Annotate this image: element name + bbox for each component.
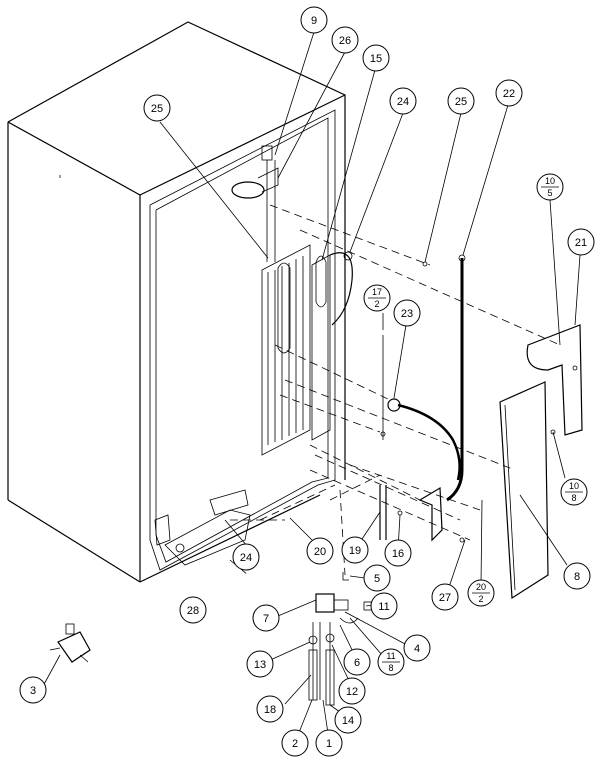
bracket-16 [418, 486, 443, 542]
svg-text:6: 6 [354, 657, 360, 669]
callout-19: 19 [341, 536, 369, 564]
svg-text:2: 2 [292, 738, 298, 750]
svg-text:7: 7 [263, 613, 269, 625]
callout-25: 25 [143, 94, 171, 122]
callout-28: 28 [179, 596, 207, 624]
callout-3: 3 [19, 676, 47, 704]
svg-text:12: 12 [346, 686, 358, 698]
svg-text:21: 21 [575, 237, 587, 249]
callout-16: 16 [384, 539, 412, 567]
svg-text:26: 26 [339, 35, 351, 47]
svg-text:20: 20 [314, 546, 326, 558]
svg-text:14: 14 [342, 715, 354, 727]
svg-text:25: 25 [455, 96, 467, 108]
callout-2: 2 [281, 729, 309, 757]
callout-20: 20 [306, 537, 334, 565]
callout-15: 15 [362, 44, 390, 72]
defrost-heater [311, 254, 331, 441]
valve-part-3 [49, 623, 91, 663]
svg-text:28: 28 [187, 605, 199, 617]
tube-fitting [343, 251, 353, 261]
svg-text:13: 13 [254, 659, 266, 671]
svg-text:10: 10 [569, 481, 579, 491]
svg-text:25: 25 [151, 103, 163, 115]
rear-panel-8 [499, 381, 549, 600]
callout-13: 13 [246, 650, 274, 678]
callout-20-2: 20 2 [467, 579, 495, 607]
callout-1: 1 [315, 729, 343, 757]
wire-harness [446, 258, 464, 502]
svg-text:3: 3 [30, 685, 36, 697]
callout-24: 24 [232, 543, 260, 571]
callout-26: 26 [331, 26, 359, 54]
svg-text:2: 2 [478, 594, 483, 604]
leader-lines [41, 31, 581, 741]
svg-text:20: 20 [476, 582, 486, 592]
svg-text:1: 1 [326, 738, 332, 750]
callout-5: 5 [363, 564, 391, 592]
svg-text:2: 2 [374, 299, 379, 309]
callout-22: 22 [495, 79, 523, 107]
svg-text:8: 8 [388, 663, 393, 673]
svg-text:22: 22 [503, 88, 515, 100]
capillary-tube [329, 252, 353, 326]
callout-25: 25 [447, 87, 475, 115]
svg-text:18: 18 [264, 704, 276, 716]
rear-cover-21 [526, 324, 583, 436]
callout-4: 4 [403, 634, 431, 662]
callout-8: 8 [563, 562, 591, 590]
svg-text:11: 11 [386, 651, 395, 661]
svg-text:23: 23 [401, 308, 413, 320]
svg-text:19: 19 [349, 545, 361, 557]
callout-12: 12 [338, 677, 366, 705]
drain-pan [154, 489, 251, 566]
callout-18: 18 [256, 695, 284, 723]
evaporator-coil [261, 244, 311, 456]
svg-text:4: 4 [414, 643, 420, 655]
callout-17-2: 17 2 [363, 284, 391, 312]
svg-text:15: 15 [370, 53, 382, 65]
callout-10-8: 10 8 [560, 478, 588, 506]
callout-21: 21 [567, 228, 595, 256]
svg-text:17: 17 [372, 287, 382, 297]
callout-11-8: 11 8 [377, 648, 405, 676]
svg-text:10: 10 [545, 176, 555, 186]
callout-27: 27 [431, 583, 459, 611]
svg-text:8: 8 [574, 571, 580, 583]
callout-7: 7 [252, 604, 280, 632]
svg-text:5: 5 [374, 573, 380, 585]
water-valve [308, 572, 373, 706]
svg-text:27: 27 [439, 592, 451, 604]
power-cord [397, 403, 461, 481]
callout-14: 14 [334, 706, 362, 734]
callout-9: 9 [300, 6, 328, 34]
cabinet [7, 21, 346, 583]
svg-text:16: 16 [392, 548, 404, 560]
svg-text:11: 11 [378, 601, 389, 613]
callout-10-5: 10 5 [536, 173, 564, 201]
svg-text:9: 9 [311, 15, 317, 27]
callout-24: 24 [389, 87, 417, 115]
svg-text:8: 8 [571, 493, 576, 503]
grommet [387, 398, 401, 412]
callout-6: 6 [343, 648, 371, 676]
fan-motor [231, 145, 279, 262]
callout-23: 23 [393, 299, 421, 327]
callout-11: 11 [370, 592, 398, 620]
svg-text:24: 24 [397, 96, 409, 108]
svg-text:5: 5 [547, 188, 552, 198]
exploded-view-lines [229, 204, 561, 576]
svg-text:24: 24 [240, 552, 252, 564]
